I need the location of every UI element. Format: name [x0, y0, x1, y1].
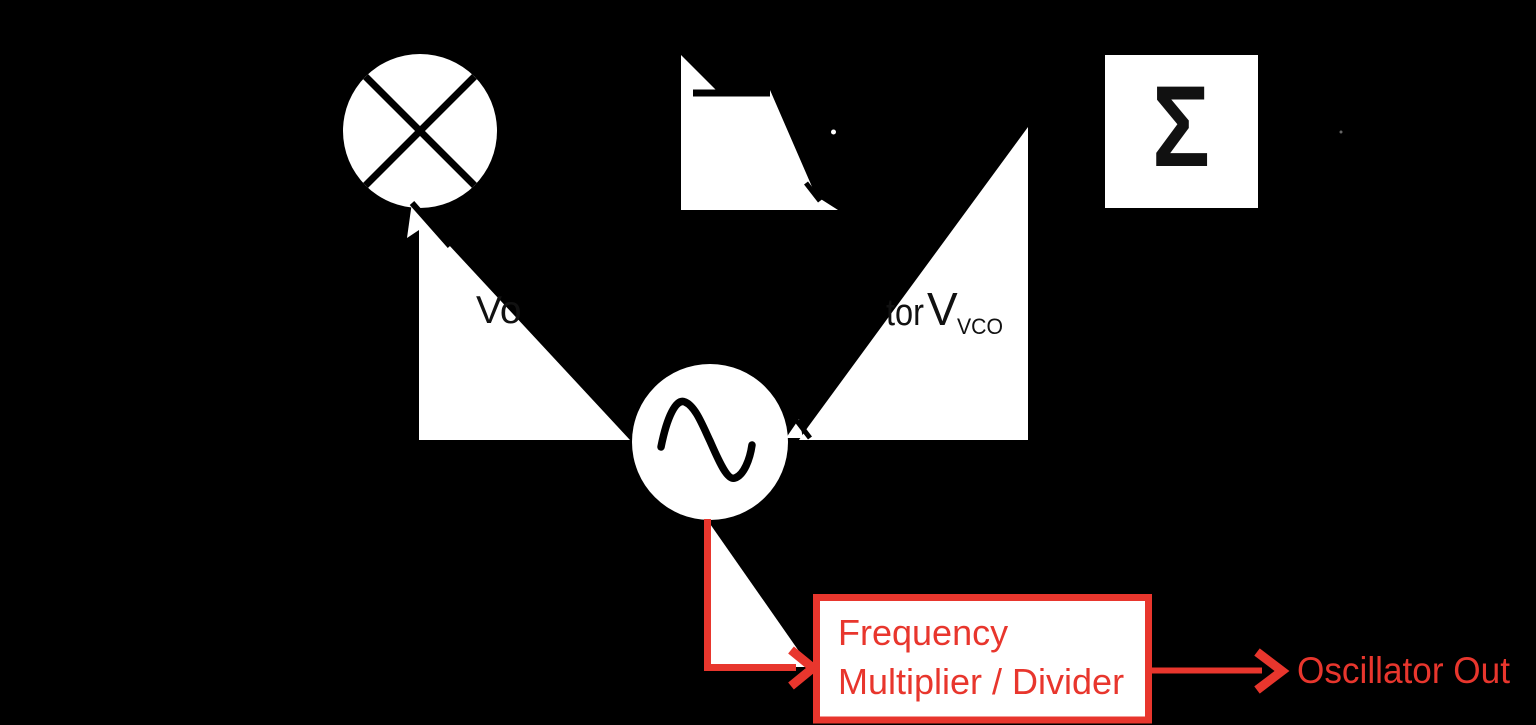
lowpass-filter-response-icon	[681, 90, 838, 210]
vco-label-subscript: VCO	[957, 314, 1003, 339]
sigma-box	[1105, 55, 1258, 208]
output-path: Oscillator Out	[1152, 648, 1511, 694]
frequency-block: Frequency Multiplier / Divider	[813, 594, 1152, 724]
sine-wave-icon	[657, 397, 756, 482]
frequency-box	[813, 594, 1152, 724]
filter-block	[681, 55, 838, 210]
frequency-box-line2: Multiplier / Divider	[838, 661, 1124, 702]
mixer-block	[343, 54, 497, 208]
multiplier-cross-icon	[363, 74, 477, 188]
arrowhead-speck-sigma	[1339, 130, 1343, 134]
oscillator-out-label: Oscillator Out	[1297, 650, 1511, 691]
right-arrow-notch-line	[795, 419, 812, 440]
frequency-box-line1: Frequency	[838, 612, 1008, 653]
arrowhead-fragment-mixer	[407, 202, 431, 238]
arrowhead-speck-filter	[831, 129, 836, 135]
vco-label-fragment-right: tor	[886, 292, 924, 334]
vco-label-fragments: Vo tor V VCO	[476, 283, 1003, 339]
vco-block	[632, 364, 788, 520]
right-arrow-triangle	[799, 127, 1028, 440]
filter-top-wedge	[681, 55, 718, 92]
sigma-symbol: Σ	[1152, 63, 1210, 191]
vco-label-fragment-left: Vo	[476, 289, 522, 332]
filter-notch-line	[804, 181, 822, 203]
left-arrow-triangle	[419, 216, 630, 440]
arrow-right-icon	[1254, 648, 1290, 694]
sigma-block: Σ	[1105, 55, 1343, 208]
left-arrow-notch-line	[409, 201, 453, 248]
feedback-triangle	[708, 521, 810, 667]
vco-label-v: V	[927, 283, 958, 335]
